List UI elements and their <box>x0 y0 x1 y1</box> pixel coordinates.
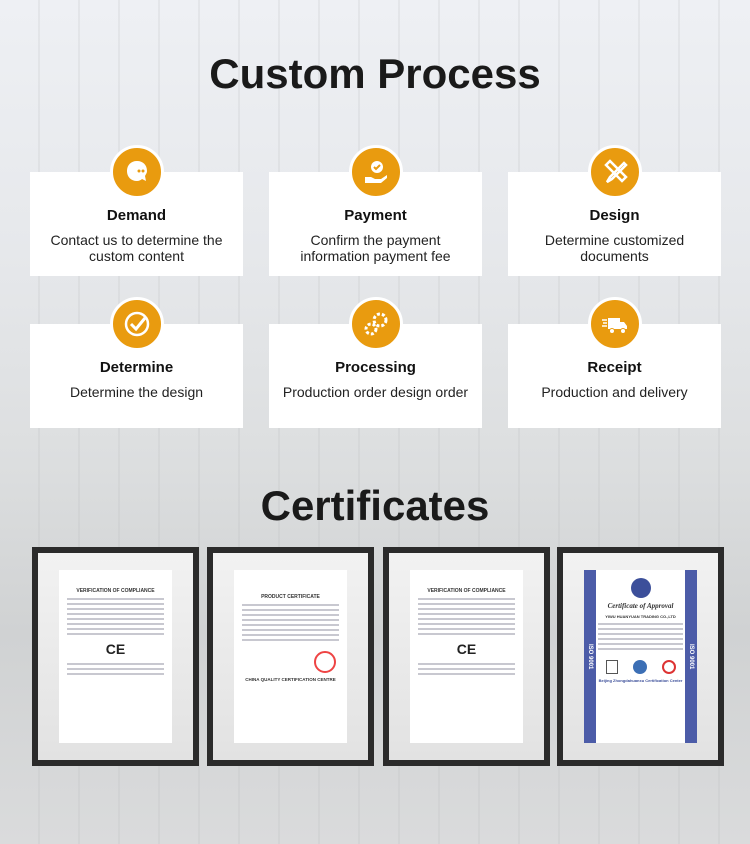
pencil-ruler-icon <box>587 145 642 199</box>
certificate-company: YIWU HUANYUAN TRADING CO.,LTD <box>605 614 676 619</box>
certificate-heading: VERIFICATION OF COMPLIANCE <box>76 588 155 594</box>
ce-mark: CE <box>456 641 477 657</box>
step-card-processing: Processing Production order design order <box>269 297 482 428</box>
iso-sidebar: ISO 9001 <box>685 570 697 743</box>
step-title: Determine <box>99 359 174 376</box>
check-circle-icon <box>109 297 164 351</box>
step-title: Processing <box>335 359 416 376</box>
hand-payment-icon <box>348 145 403 199</box>
chat-bubble-icon <box>109 145 164 199</box>
iso-sidebar: ISO 9001 <box>584 570 596 743</box>
certificate-document: ISO 9001 ISO 9001 Certificate of Approva… <box>584 570 697 743</box>
certificate-footer: Beijing Zhongdahuanxu Certification Cent… <box>598 678 683 683</box>
step-card-determine: Determine Determine the design <box>30 297 243 428</box>
step-title: Demand <box>106 207 167 224</box>
step-description: Production order design order <box>282 384 469 400</box>
step-card-demand: Demand Contact us to determine the custo… <box>30 145 243 276</box>
step-card-design: Design Determine customized documents <box>508 145 721 276</box>
certificate-heading: Certificate of Approval <box>607 602 674 610</box>
step-title: Payment <box>344 207 407 224</box>
step-description: Contact us to determine the custom conte… <box>50 232 223 264</box>
step-description: Production and delivery <box>541 384 688 400</box>
delivery-truck-icon <box>587 297 642 351</box>
certificate-document: VERIFICATION OF COMPLIANCE CE <box>59 570 172 743</box>
certification-logo-icon <box>630 578 651 598</box>
step-description: Determine customized documents <box>544 232 685 264</box>
certificate-document: VERIFICATION OF COMPLIANCE CE <box>410 570 523 743</box>
certificate-frame[interactable]: ISO 9001 ISO 9001 Certificate of Approva… <box>557 547 724 766</box>
custom-process-title: Custom Process <box>209 50 541 97</box>
step-description: Determine the design <box>69 384 204 400</box>
step-card-payment: Payment Confirm the payment information … <box>269 145 482 276</box>
red-seal-icon <box>314 651 336 673</box>
certificate-document: PRODUCT CERTIFICATE CHINA QUALITY CERTIF… <box>234 570 347 743</box>
certificates-title: Certificates <box>260 482 490 529</box>
certificate-frame[interactable]: PRODUCT CERTIFICATE CHINA QUALITY CERTIF… <box>207 547 374 766</box>
gears-icon <box>348 297 403 351</box>
ce-mark: CE <box>105 641 126 657</box>
step-title: Receipt <box>587 359 642 376</box>
certificate-heading: PRODUCT CERTIFICATE <box>261 594 320 600</box>
certificate-heading: VERIFICATION OF COMPLIANCE <box>427 588 506 594</box>
certificate-frame[interactable]: VERIFICATION OF COMPLIANCE CE <box>32 547 199 766</box>
step-card-receipt: Receipt Production and delivery <box>508 297 721 428</box>
step-description: Confirm the payment information payment … <box>300 232 451 264</box>
certificate-frame[interactable]: VERIFICATION OF COMPLIANCE CE <box>383 547 550 766</box>
step-title: Design <box>589 207 640 224</box>
certificate-footer: CHINA QUALITY CERTIFICATION CENTRE <box>245 677 336 682</box>
